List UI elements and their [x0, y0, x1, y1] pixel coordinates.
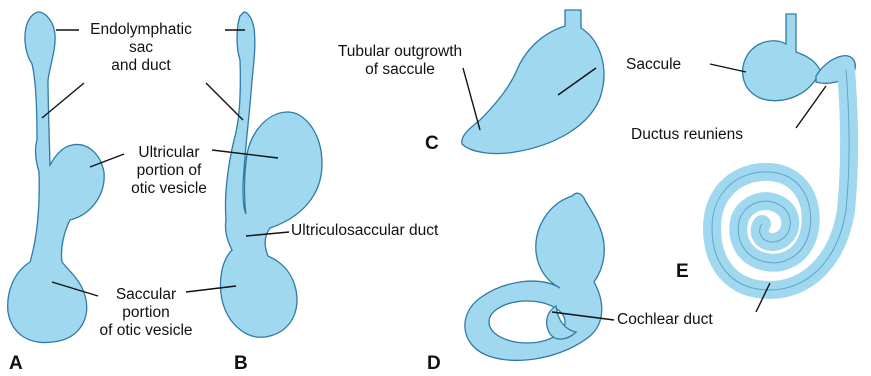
- leader-endolymphatic-b-duct: [206, 83, 243, 120]
- label-tubular-line1: Tubular outgrowth: [328, 43, 472, 61]
- label-saccular-portion: Saccular portion of otic vesicle: [90, 286, 202, 340]
- label-utricular-line3: otic vesicle: [118, 180, 220, 198]
- label-utriculosaccular-duct: Ultriculosaccular duct: [291, 222, 438, 240]
- label-utricular-portion: Ultricular portion of otic vesicle: [118, 144, 220, 198]
- label-utricular-line2: portion of: [118, 162, 220, 180]
- label-saccule: Saccule: [626, 56, 681, 74]
- saccule-e: [743, 14, 820, 101]
- label-tubular-line2: of saccule: [328, 61, 472, 79]
- label-tubular-outgrowth: Tubular outgrowth of saccule: [328, 43, 472, 79]
- label-cochlear-duct: Cochlear duct: [617, 311, 713, 329]
- label-saccular-line3: of otic vesicle: [90, 322, 202, 340]
- label-utricular-line1: Ultricular: [118, 144, 220, 162]
- otic-vesicle-b: [220, 12, 322, 337]
- label-ductus-reuniens: Ductus reuniens: [631, 126, 743, 144]
- panel-label-e: E: [676, 262, 689, 282]
- label-endolymphatic-line3: and duct: [80, 57, 202, 75]
- panel-label-a: A: [9, 354, 23, 374]
- saccule-c: [462, 10, 604, 154]
- label-saccular-line1: Saccular: [90, 286, 202, 304]
- panel-label-d: D: [427, 354, 441, 374]
- label-endolymphatic-sac-and-duct: Endolymphatic sac and duct: [80, 21, 202, 75]
- leader-saccule-e: [710, 64, 746, 72]
- label-endolymphatic-line2: sac: [80, 39, 202, 57]
- label-saccular-line2: portion: [90, 304, 202, 322]
- panel-label-b: B: [234, 354, 248, 374]
- label-endolymphatic-line1: Endolymphatic: [80, 21, 202, 39]
- panel-label-c: C: [425, 134, 439, 154]
